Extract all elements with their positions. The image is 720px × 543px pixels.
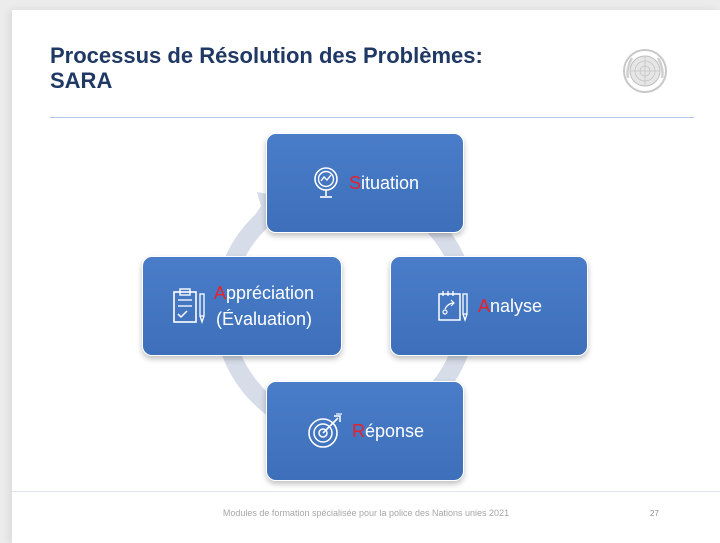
- step-reponse[interactable]: Réponse: [266, 381, 464, 481]
- step-reponse-initial: R: [351, 420, 365, 441]
- footer-text: Modules de formation spécialisée pour la…: [222, 508, 510, 518]
- step-analyse-initial: A: [477, 295, 490, 316]
- step-appreciation[interactable]: Appréciation (Évaluation): [142, 256, 342, 356]
- step-analyse-label: Analyse: [478, 296, 542, 317]
- slide-title: Processus de Résolution des Problèmes: S…: [50, 43, 610, 93]
- un-emblem-icon: [623, 49, 667, 93]
- step-situation[interactable]: Situation: [266, 133, 464, 233]
- magnifier-chart-icon: [314, 167, 338, 198]
- step-reponse-rest: éponse: [364, 420, 425, 441]
- step-appreciation-line2: (Évaluation): [215, 309, 313, 329]
- step-appreciation-initial: A: [213, 283, 226, 303]
- step-appreciation-label: Appréciation (Évaluation): [214, 280, 314, 332]
- step-reponse-label: Réponse: [352, 421, 424, 442]
- page-number: 27: [650, 509, 659, 518]
- step-situation-rest: ituation: [360, 172, 420, 193]
- title-line-1: Processus de Résolution des Problèmes:: [50, 43, 483, 68]
- step-analyse-rest: nalyse: [489, 295, 543, 316]
- clipboard-check-icon: [173, 288, 205, 325]
- step-analyse[interactable]: Analyse: [390, 256, 588, 356]
- notes-pen-icon: [438, 291, 468, 323]
- step-appreciation-rest: ppréciation: [225, 283, 315, 303]
- footer-divider: [12, 491, 720, 492]
- step-situation-label: Situation: [349, 173, 419, 194]
- step-appreciation-line1: Appréciation: [214, 280, 314, 306]
- title-divider: [50, 117, 694, 118]
- step-situation-initial: S: [348, 172, 361, 193]
- target-arrow-icon: [308, 413, 342, 448]
- title-line-2: SARA: [50, 68, 113, 93]
